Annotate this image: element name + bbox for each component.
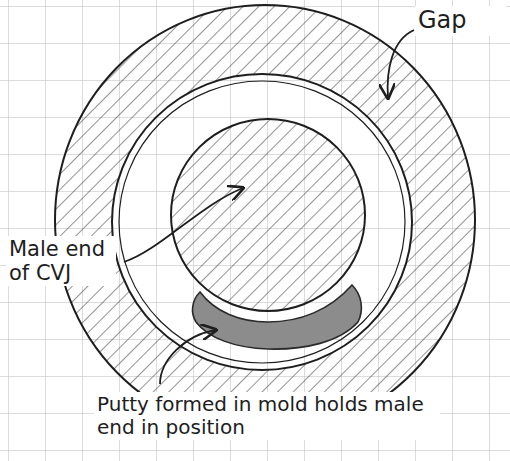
outer-outline [55, 5, 475, 435]
gap-outline [112, 74, 412, 370]
note-label: Putty formed in mold holds male end in p… [94, 392, 440, 440]
gap-label: Gap [415, 6, 506, 36]
leader-line [124, 188, 243, 262]
outer-housing [55, 5, 475, 435]
leader-line [388, 30, 414, 98]
putty [193, 285, 362, 349]
gap-inner-line [119, 81, 405, 363]
part-label: Male end of CVJ [6, 236, 116, 286]
male-end [171, 119, 365, 311]
leader-line [160, 330, 216, 384]
